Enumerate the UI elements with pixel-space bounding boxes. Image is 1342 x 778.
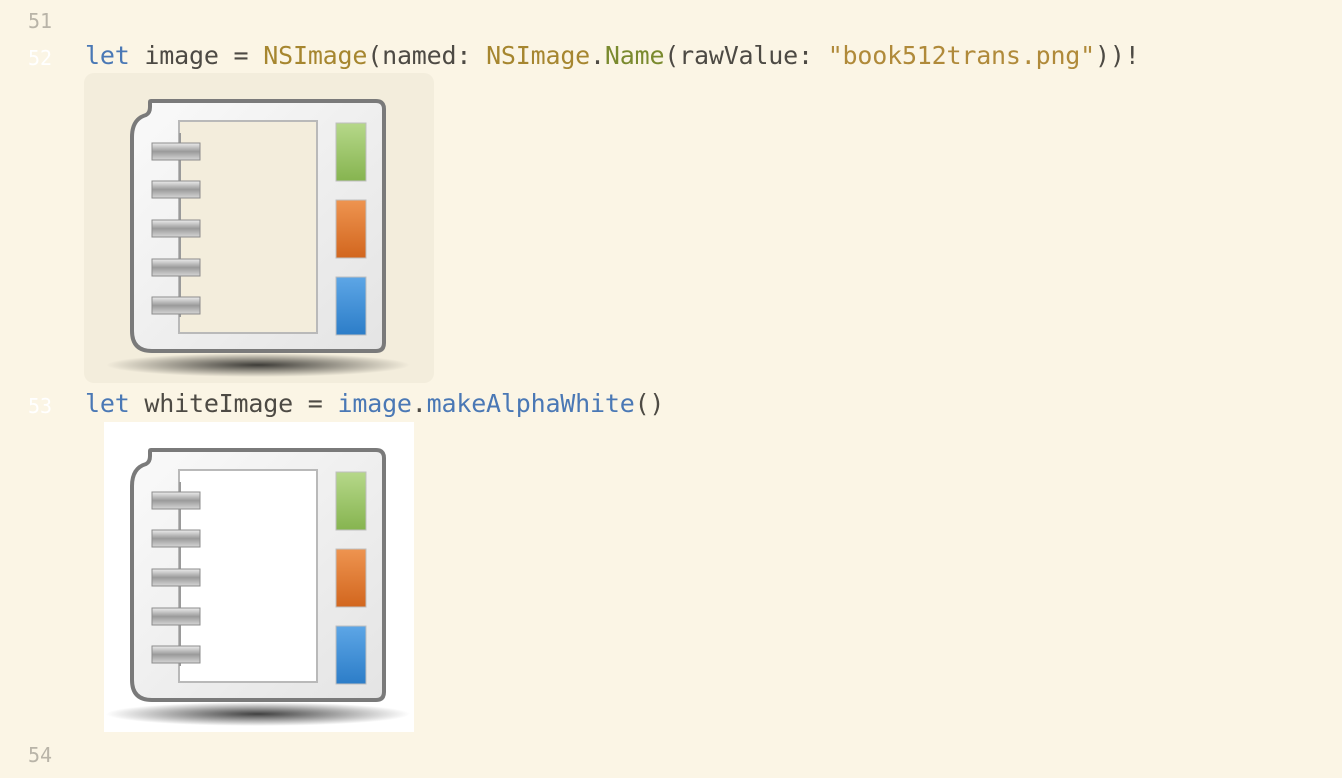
line-number-51: 51 (28, 9, 53, 33)
dot: . (590, 41, 605, 70)
closing-tail: ))! (1095, 41, 1140, 70)
tab-blue (335, 276, 367, 336)
book-icon-transparent-preview[interactable] (84, 73, 434, 383)
icon-shadow-2 (106, 702, 410, 726)
line-number-53: 53 (28, 394, 53, 418)
call-parens: () (634, 389, 665, 418)
line-number-52: 52 (28, 46, 53, 70)
member-name: Name (604, 41, 665, 70)
tab-orange (335, 199, 367, 259)
arg-label-named: named: (382, 41, 472, 70)
tab-green-2 (335, 471, 367, 531)
arg-label-rawvalue: rawValue: (679, 41, 813, 70)
keyword-let: let (85, 41, 130, 70)
variable-whiteimage: whiteImage (144, 389, 293, 418)
string-literal-filename: "book512trans.png" (827, 41, 1096, 70)
ring-binders (151, 142, 201, 315)
ring-binders-2 (151, 491, 201, 664)
tab-blue-2 (335, 625, 367, 685)
method-makealphawhite: makeAlphaWhite (426, 389, 635, 418)
book-page (178, 120, 318, 334)
assign-operator: = (233, 41, 249, 70)
reference-image: image (337, 389, 412, 418)
icon-shadow (106, 353, 410, 377)
dot-2: . (411, 389, 427, 418)
paren-open: ( (367, 41, 383, 70)
book-icon-white (106, 448, 410, 726)
keyword-let-2: let (85, 389, 130, 418)
type-nsimage: NSImage (263, 41, 368, 70)
book-icon (106, 99, 410, 377)
paren-open-2: ( (664, 41, 680, 70)
assign-operator-2: = (307, 389, 323, 418)
code-line-52[interactable]: let image = NSImage(named: NSImage.Name(… (85, 40, 1140, 72)
type-nsimage-2: NSImage (486, 41, 591, 70)
tab-orange-2 (335, 548, 367, 608)
book-icon-white-preview[interactable] (104, 422, 414, 732)
variable-image: image (144, 41, 219, 70)
tab-green (335, 122, 367, 182)
line-number-54: 54 (28, 743, 53, 767)
code-line-53[interactable]: let whiteImage = image.makeAlphaWhite() (85, 388, 664, 420)
